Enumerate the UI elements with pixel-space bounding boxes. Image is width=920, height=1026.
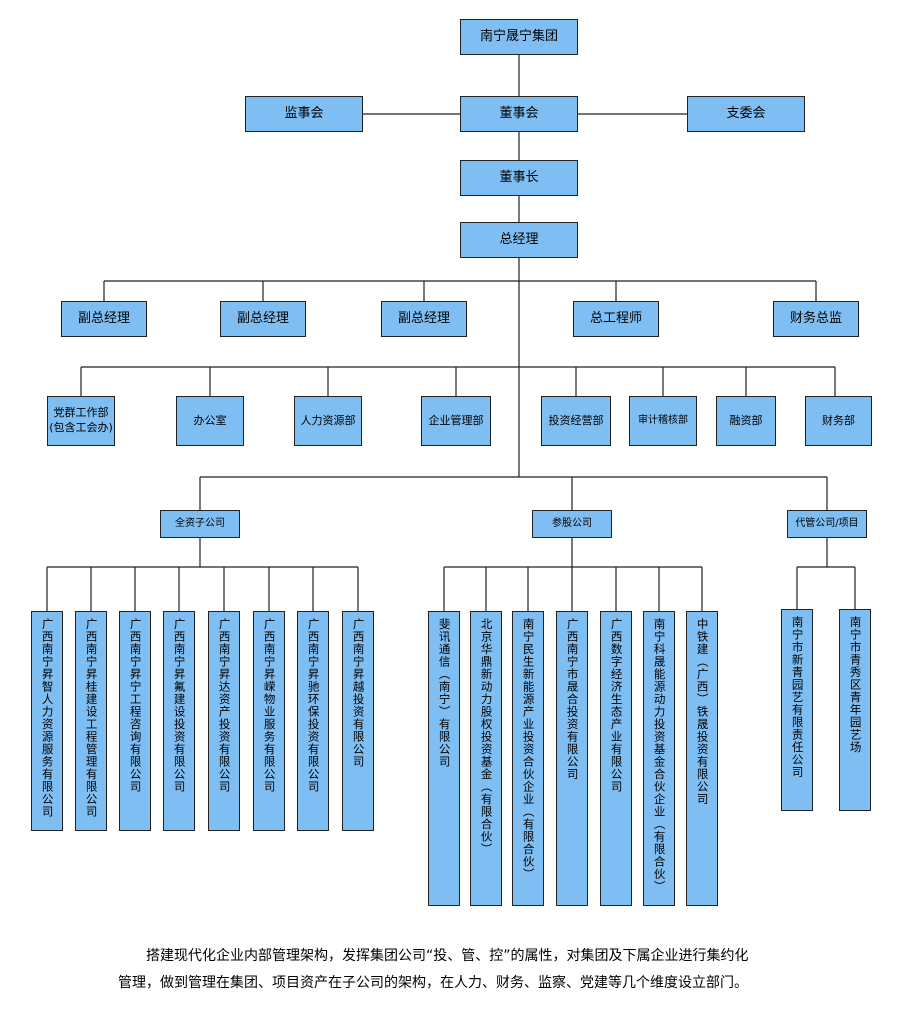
- node-dept-audit[interactable]: 审计稽核部: [629, 396, 697, 446]
- node-dept-enterprise-mgmt[interactable]: 企业管理部: [421, 396, 491, 446]
- node-label: 北京华鼎新动力股权投资基金︵有限合伙︶: [479, 618, 494, 856]
- node-equity-shenghe-investment[interactable]: 广西南宁市晟合投资有限公司: [556, 611, 588, 906]
- node-supervisors[interactable]: 监事会: [245, 96, 363, 132]
- node-dept-office[interactable]: 办公室: [176, 396, 244, 446]
- node-label: 南宁民生新能源产业投资合伙企业︵有限合伙︶: [521, 618, 536, 881]
- node-label: 广西南宁市晟合投资有限公司: [565, 618, 580, 781]
- node-label: 南宁市新青园艺有限责任公司: [790, 616, 805, 779]
- node-equity-crcc-tiesheng[interactable]: 中铁建︵广西︶铁晟投资有限公司: [686, 611, 718, 906]
- node-label: 广西南宁昇智人力资源服务有限公司: [40, 618, 55, 818]
- node-label: 斐讯通信︵南宁︶有限公司: [437, 618, 452, 768]
- node-dept-party-work[interactable]: 党群工作部 (包含工会办): [47, 396, 115, 446]
- node-managed-qingxiu-youth[interactable]: 南宁市青秀区青年园艺场: [839, 609, 871, 811]
- node-category-equity[interactable]: 参股公司: [532, 510, 612, 538]
- node-board[interactable]: 董事会: [460, 96, 578, 132]
- node-sub-shengzhi-hr[interactable]: 广西南宁昇智人力资源服务有限公司: [31, 611, 63, 831]
- node-label: 广西南宁昇桂建设工程管理有限公司: [84, 618, 99, 818]
- node-label: 广西南宁昇驰环保投资有限公司: [306, 618, 321, 793]
- node-label: 广西南宁昇嵘物业服务有限公司: [262, 618, 277, 793]
- node-deputy-gm-2[interactable]: 副总经理: [220, 301, 306, 337]
- node-equity-digital-economy[interactable]: 广西数字经济生态产业有限公司: [600, 611, 632, 906]
- node-dept-finance[interactable]: 财务部: [805, 396, 872, 446]
- node-dept-investment[interactable]: 投资经营部: [541, 396, 611, 446]
- node-equity-minsheng-energy[interactable]: 南宁民生新能源产业投资合伙企业︵有限合伙︶: [512, 611, 544, 906]
- node-sub-shenggui-construction[interactable]: 广西南宁昇桂建设工程管理有限公司: [75, 611, 107, 831]
- node-sub-shengning-consulting[interactable]: 广西南宁昇宁工程咨询有限公司: [119, 611, 151, 831]
- node-equity-feixun[interactable]: 斐讯通信︵南宁︶有限公司: [428, 611, 460, 906]
- node-sub-shengchi-environment[interactable]: 广西南宁昇驰环保投资有限公司: [297, 611, 329, 831]
- node-party-branch[interactable]: 支委会: [687, 96, 805, 132]
- node-label: 中铁建︵广西︶铁晟投资有限公司: [695, 618, 710, 806]
- node-deputy-gm-1[interactable]: 副总经理: [61, 301, 147, 337]
- caption-line-2: 管理，做到管理在集团、项目资产在子公司的架构，在人力、财务、监察、党建等几个维度…: [118, 975, 748, 991]
- node-group[interactable]: 南宁晟宁集团: [460, 19, 578, 55]
- node-label: 广西南宁昇氟建设投资有限公司: [172, 618, 187, 793]
- node-label: 广西南宁昇越投资有限公司: [351, 618, 366, 768]
- node-equity-huading-fund[interactable]: 北京华鼎新动力股权投资基金︵有限合伙︶: [470, 611, 502, 906]
- node-deputy-gm-3[interactable]: 副总经理: [381, 301, 467, 337]
- node-label: 广西数字经济生态产业有限公司: [609, 618, 624, 793]
- node-label: 南宁市青秀区青年园艺场: [848, 616, 863, 754]
- node-label: 广西南宁昇宁工程咨询有限公司: [128, 618, 143, 793]
- node-category-wholly-owned[interactable]: 全资子公司: [160, 510, 240, 538]
- node-sub-shengfu-investment[interactable]: 广西南宁昇氟建设投资有限公司: [163, 611, 195, 831]
- node-chief-engineer[interactable]: 总工程师: [573, 301, 659, 337]
- node-dept-hr[interactable]: 人力资源部: [294, 396, 362, 446]
- node-label: 南宁科晟能源动力投资基金合伙企业︵有限合伙︶: [652, 618, 667, 893]
- caption-line-1: 搭建现代化企业内部管理架构，发挥集团公司“投、管、控”的属性，对集团及下属企业进…: [146, 948, 749, 964]
- node-managed-xinqing[interactable]: 南宁市新青园艺有限责任公司: [781, 609, 813, 811]
- node-chairman[interactable]: 董事长: [460, 160, 578, 196]
- node-dept-financing[interactable]: 融资部: [716, 396, 776, 446]
- node-label: 广西南宁昇达资产投资有限公司: [217, 618, 232, 793]
- description-caption: 搭建现代化企业内部管理架构，发挥集团公司“投、管、控”的属性，对集团及下属企业进…: [118, 943, 808, 997]
- node-equity-kesheng-fund[interactable]: 南宁科晟能源动力投资基金合伙企业︵有限合伙︶: [643, 611, 675, 906]
- node-sub-shengda-assets[interactable]: 广西南宁昇达资产投资有限公司: [208, 611, 240, 831]
- node-category-managed[interactable]: 代管公司/项目: [787, 510, 867, 538]
- node-general-manager[interactable]: 总经理: [460, 222, 578, 258]
- node-cfo[interactable]: 财务总监: [773, 301, 859, 337]
- node-sub-shengyue-investment[interactable]: 广西南宁昇越投资有限公司: [342, 611, 374, 831]
- node-sub-shengrong-property[interactable]: 广西南宁昇嵘物业服务有限公司: [253, 611, 285, 831]
